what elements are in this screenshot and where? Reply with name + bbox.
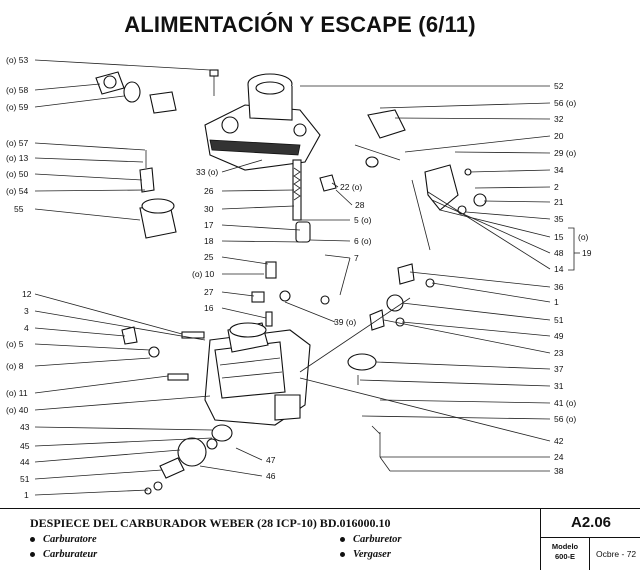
- part-label: (o) 40: [6, 405, 28, 415]
- sheet-code: A2.06: [540, 509, 640, 538]
- part-label: 30: [204, 204, 214, 214]
- air-horn-drawing: [204, 73, 321, 171]
- part-label: 29 (o): [554, 148, 576, 158]
- part-label: 33 (o): [196, 167, 218, 177]
- footer-item: Carburatore: [30, 534, 97, 545]
- part-label: 12: [22, 289, 32, 299]
- part-label: 18: [204, 236, 214, 246]
- part-label: 32: [554, 114, 564, 124]
- part-label: (o) 54: [6, 186, 28, 196]
- labels-left: (o) 53 (o) 58 (o) 59 (o) 57 (o) 13 (o) 5…: [6, 55, 32, 500]
- part-label: 37: [554, 364, 564, 374]
- part-label: 20: [554, 131, 564, 141]
- part-label: (o) 5: [6, 339, 24, 349]
- part-label: 27: [204, 287, 214, 297]
- part-label: 21: [554, 197, 564, 207]
- part-label: (o) 13: [6, 153, 28, 163]
- part-label: 49: [554, 331, 564, 341]
- part-label: 2: [554, 182, 559, 192]
- part-label: (o) 59: [6, 102, 28, 112]
- part-label: (o) 10: [192, 269, 214, 279]
- footer: DESPIECE DEL CARBURADOR WEBER (28 ICP-10…: [0, 508, 640, 570]
- part-label: (o) 8: [6, 361, 24, 371]
- part-label: 25: [204, 252, 214, 262]
- part-label: 45: [20, 441, 30, 451]
- part-label: 48: [554, 248, 564, 258]
- bullet-icon: [30, 552, 35, 558]
- part-label: 7: [354, 253, 359, 263]
- part-label: 36: [554, 282, 564, 292]
- part-label: 26: [204, 186, 214, 196]
- part-label: 56 (o): [554, 414, 576, 424]
- part-label: 44: [20, 457, 30, 467]
- part-label: 46: [266, 471, 276, 481]
- modelo-box: Modelo 600-E: [540, 538, 590, 570]
- part-label: 52: [554, 81, 564, 91]
- part-label: (o) 53: [6, 55, 28, 65]
- part-label: (o) 57: [6, 138, 28, 148]
- part-label: 47: [266, 455, 276, 465]
- part-label: 3: [24, 306, 29, 316]
- bullet-icon: [340, 537, 345, 543]
- sheet-date: Ocbre - 72: [596, 549, 637, 559]
- labels-center: 33 (o) 26 30 17 18 25 (o) 10 27 16 39 (o…: [192, 167, 365, 481]
- part-label: 15: [554, 232, 564, 242]
- footer-heading: DESPIECE DEL CARBURADOR WEBER (28 ICP-10…: [30, 516, 391, 530]
- part-label: 43: [20, 422, 30, 432]
- group-marker: (o): [578, 232, 589, 242]
- part-label: 38: [554, 466, 564, 476]
- part-label: 31: [554, 381, 564, 391]
- part-label: 1: [24, 490, 29, 500]
- part-label: 28: [355, 200, 365, 210]
- part-label: 23: [554, 348, 564, 358]
- footer-item: Carburetor: [340, 534, 401, 545]
- part-label: 6 (o): [354, 236, 372, 246]
- jets-springs-drawing: [251, 159, 330, 327]
- leader-lines: [34, 59, 580, 496]
- part-label: 16: [204, 303, 214, 313]
- part-label: 35: [554, 214, 564, 224]
- page-title: ALIMENTACIÓN Y ESCAPE (6/11): [124, 12, 476, 37]
- modelo-value: 600-E: [554, 552, 575, 561]
- filter-cup-drawing: [139, 150, 177, 239]
- part-label: 41 (o): [554, 398, 576, 408]
- footer-item: Vergaser: [340, 549, 391, 560]
- part-label: 39 (o): [334, 317, 356, 327]
- part-label: 51: [20, 474, 30, 484]
- bullet-icon: [30, 537, 35, 543]
- part-label: 34: [554, 165, 564, 175]
- lower-left-parts-drawing: [121, 326, 233, 495]
- part-label: 56 (o): [554, 98, 576, 108]
- carburetor-body-drawing: [204, 322, 311, 426]
- part-label: 14: [554, 264, 564, 274]
- part-label: 51: [554, 315, 564, 325]
- part-label: 55: [14, 204, 24, 214]
- part-label: 4: [24, 323, 29, 333]
- part-label: 24: [554, 452, 564, 462]
- part-label: 5 (o): [354, 215, 372, 225]
- fuel-inlet-drawing: [95, 69, 219, 114]
- part-label: 17: [204, 220, 214, 230]
- bullet-icon: [340, 552, 345, 558]
- linkage-drawing: [299, 109, 487, 435]
- part-label: 42: [554, 436, 564, 446]
- part-label: 1: [554, 297, 559, 307]
- part-label: (o) 11: [6, 388, 28, 398]
- labels-right: 52 56 (o) 32 20 29 (o) 34 2 21 35 15 48 …: [354, 81, 592, 476]
- part-label: (o) 50: [6, 169, 28, 179]
- group-label: 19: [582, 248, 592, 258]
- footer-item: Carburateur: [30, 549, 97, 560]
- exploded-carburetor-diagram: (o) 53 (o) 58 (o) 59 (o) 57 (o) 13 (o) 5…: [6, 55, 592, 500]
- modelo-label: Modelo: [551, 542, 579, 551]
- part-label: (o) 58: [6, 85, 28, 95]
- part-label: 22 (o): [340, 182, 362, 192]
